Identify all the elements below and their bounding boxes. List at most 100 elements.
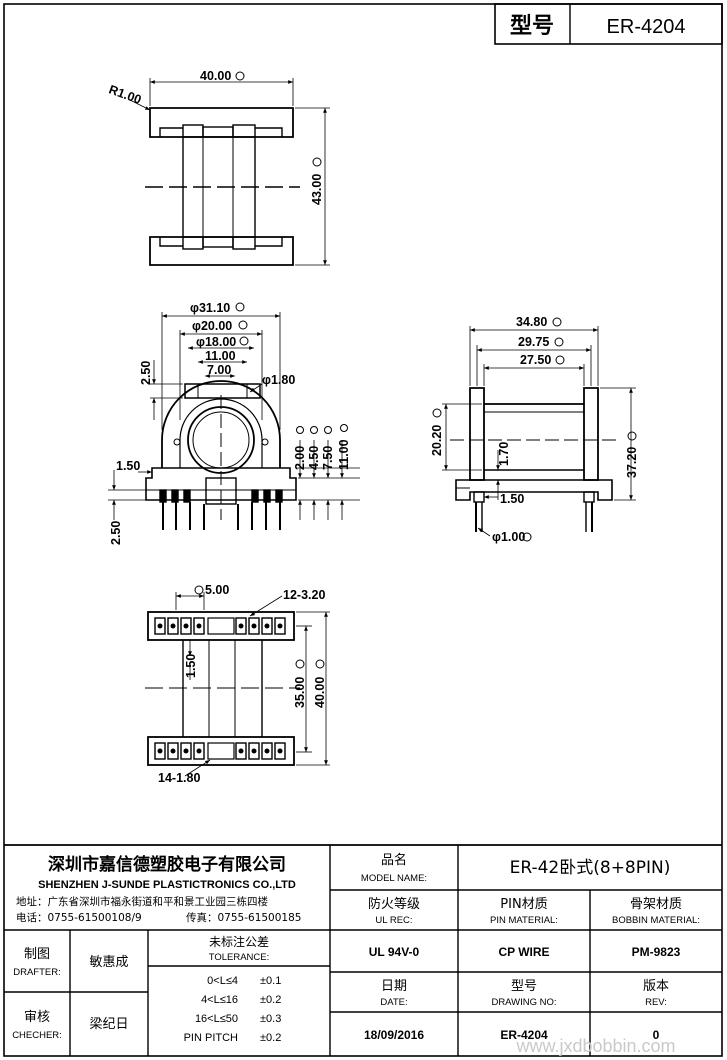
dim-bottom-4000: 40.00 <box>313 677 327 708</box>
pin-material-cn: PIN材质 <box>500 897 547 912</box>
model-name-cn: 品名 <box>381 852 407 868</box>
dim-top-radius: R1.00 <box>107 82 143 107</box>
dim-front-v750: 7.50 <box>321 446 335 470</box>
date-cn: 日期 <box>381 979 407 994</box>
center-slot <box>207 617 235 635</box>
dim-front-d20: φ20.00 <box>192 319 232 333</box>
dim-side-3720-mark <box>627 431 637 441</box>
dim-top-height: 43.00 <box>310 174 324 205</box>
pin-slot <box>180 742 192 760</box>
sheet-border <box>3 3 723 1057</box>
top-view <box>129 78 330 266</box>
company-fax: 传真：0755-61500185 <box>186 911 301 924</box>
dim-bottom-12: 12-3.20 <box>283 588 325 602</box>
dim-side-150: 1.50 <box>500 492 524 506</box>
pin-slot <box>180 617 192 635</box>
drafter-en: DRAFTER: <box>13 967 61 978</box>
bottom-view <box>145 611 300 766</box>
pin-slot <box>154 742 166 760</box>
dim-side-pin: φ1.00 <box>492 530 525 544</box>
dim-front-v200: 2.00 <box>293 446 307 470</box>
dim-side-2975-mark <box>554 337 564 347</box>
pin-slot <box>167 617 179 635</box>
tolerance-value: ±0.2 <box>260 994 281 1006</box>
dim-front-v450: 4.50 <box>307 446 321 470</box>
drafter-value: 敏惠成 <box>89 955 128 970</box>
dim-bottom-4000-mark <box>315 659 325 669</box>
dim-front-v200-mark <box>296 426 304 434</box>
pin-dot <box>251 623 257 629</box>
tolerance-range: 4<L≤16 <box>201 994 238 1006</box>
dim-front-v1100: 11.00 <box>337 439 351 470</box>
dim-bottom-14: 14-1.80 <box>158 771 200 785</box>
pin-slot <box>193 617 205 635</box>
company-name-en: SHENZHEN J-SUNDE PLASTICTRONICS CO.,LTD <box>38 879 296 891</box>
pin-slot <box>235 617 247 635</box>
dim-front-7: 7.00 <box>207 363 231 377</box>
tolerance-range: 16<L≤50 <box>195 1013 238 1025</box>
drawing-no-cn: 型号 <box>511 979 537 994</box>
pin-dot <box>170 623 176 629</box>
drawing-no-en: DRAWING NO: <box>491 997 556 1008</box>
tolerance-value: ±0.3 <box>260 1013 281 1025</box>
checker-en: CHECHER: <box>12 1030 62 1041</box>
dim-front-d18-mark <box>239 336 249 346</box>
ul-rec-cn: 防火等级 <box>368 896 420 912</box>
dim-front-d31-mark <box>235 302 245 312</box>
dim-side-3720: 37.20 <box>625 447 639 478</box>
dim-bottom-500-mark <box>194 585 204 595</box>
dim-front-d31: φ31.10 <box>190 301 230 315</box>
tolerance-range: 0<L≤4 <box>207 975 238 987</box>
pin-dot <box>277 623 283 629</box>
dim-top-width-mark <box>235 71 245 81</box>
pin-dot <box>277 748 283 754</box>
pin-slot <box>167 742 179 760</box>
bottom-pins-top <box>154 617 286 635</box>
dim-front-250-top: 2.50 <box>139 361 153 385</box>
dim-side-2020: 20.20 <box>430 425 444 456</box>
date-value: 18/09/2016 <box>364 1028 424 1042</box>
dim-side-2020-mark <box>432 408 442 418</box>
dim-bottom-150: 1.50 <box>184 654 198 678</box>
bobbin-material-cn: 骨架材质 <box>630 897 682 912</box>
pin-slot <box>261 617 273 635</box>
dim-front-v1100-mark <box>340 424 348 432</box>
pin-slot <box>248 617 260 635</box>
dim-front-250-bottom: 2.50 <box>109 521 123 545</box>
drawing-no-value: ER-4204 <box>500 1028 548 1042</box>
dim-top-height-mark <box>312 157 322 167</box>
drafter-cn: 制图 <box>24 947 50 962</box>
header-type-label: 型号 <box>510 14 554 39</box>
dim-side-pin-mark <box>522 532 532 542</box>
pin-slot <box>235 742 247 760</box>
company-phone: 电话：0755-61500108/9 <box>16 911 142 924</box>
dim-front-150: 1.50 <box>116 459 140 473</box>
date-en: DATE: <box>380 997 407 1008</box>
dim-bottom-3500-mark <box>295 659 305 669</box>
pin-dot <box>183 748 189 754</box>
pin-dot <box>170 748 176 754</box>
side-view <box>442 326 636 537</box>
dim-bottom-500: 5.00 <box>205 583 229 597</box>
pin-dot <box>251 748 257 754</box>
pin-dot <box>196 623 202 629</box>
pin-dot <box>157 623 163 629</box>
watermark-text: www.jxdbobbin.com <box>515 1036 675 1056</box>
header-type-value: ER-4204 <box>607 16 686 38</box>
rev-en: REV: <box>645 997 667 1008</box>
dim-front-v450-mark <box>310 426 318 434</box>
checker-value: 梁纪日 <box>89 1017 128 1032</box>
pin-dot <box>183 623 189 629</box>
pin-material-en: PIN MATERIAL: <box>490 915 558 926</box>
tolerance-value: ±0.2 <box>260 1032 281 1044</box>
company-address: 地址：广东省深圳市福永街道和平和景工业园三栋四楼 <box>16 895 268 908</box>
dim-front-v750-mark <box>324 426 332 434</box>
dim-bottom-3500: 35.00 <box>293 677 307 708</box>
tolerance-en: TOLERANCE: <box>209 952 270 963</box>
pin-dot <box>238 623 244 629</box>
pin-dot <box>196 748 202 754</box>
bobbin-material-value: PM-9823 <box>632 945 681 959</box>
model-name-value: ER-42卧式(8+8PIN) <box>510 858 671 878</box>
ul-rec-value: UL 94V-0 <box>369 945 420 959</box>
